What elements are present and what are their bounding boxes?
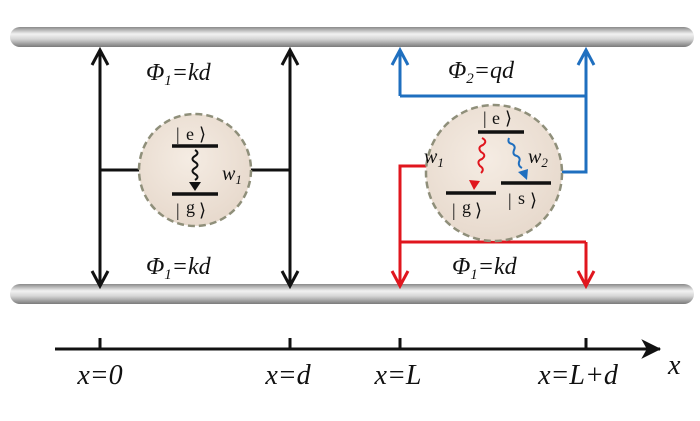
left-coupling-label: w1 xyxy=(222,163,242,187)
red-coupling-label: w1 xyxy=(424,146,444,170)
right-atom xyxy=(424,103,564,243)
phase-label-right-bottom: Φ1=kd xyxy=(452,254,518,283)
svg-text:s: s xyxy=(518,188,525,208)
tick-label-x0: x=0 xyxy=(76,360,122,391)
tick-label-xd: x=d xyxy=(264,360,311,391)
right-excited-ket: | e ⟩ xyxy=(483,108,512,128)
svg-text:e: e xyxy=(186,124,194,144)
red-transition-wavy-arrow xyxy=(477,137,487,174)
svg-text:|: | xyxy=(452,200,456,220)
blue-coupling-lines xyxy=(400,50,586,174)
bottom-waveguide xyxy=(10,284,694,304)
svg-text:|: | xyxy=(176,124,180,144)
svg-text:g: g xyxy=(186,197,195,217)
svg-text:⟩: ⟩ xyxy=(505,108,512,128)
left-atom xyxy=(137,112,253,228)
svg-text:|: | xyxy=(508,190,512,210)
right-ground-ket: | g ⟩ xyxy=(452,197,482,220)
left-transition-arrowhead xyxy=(189,182,201,191)
top-waveguide xyxy=(10,27,694,47)
left-transition-wavy-arrow xyxy=(191,149,199,181)
svg-text:⟩: ⟩ xyxy=(475,200,482,220)
left-ground-ket: | g ⟩ xyxy=(176,197,206,220)
blue-coupling-label: w2 xyxy=(528,146,548,170)
axis-ticks xyxy=(98,338,588,349)
tick-label-xL: x=L xyxy=(374,360,422,391)
blue-transition-wavy-arrow xyxy=(507,137,523,169)
phase-label-left-top: Φ1=kd xyxy=(146,60,212,89)
svg-text:|: | xyxy=(483,108,487,128)
tick-label-xLd: x=L+d xyxy=(537,360,619,391)
right-stable-ket: | s ⟩ xyxy=(508,188,537,210)
left-coupling-lines xyxy=(100,50,290,286)
svg-text:g: g xyxy=(462,197,471,217)
red-coupling-lines xyxy=(400,164,586,286)
red-transition-arrowhead xyxy=(469,180,480,190)
blue-transition-arrowhead xyxy=(518,169,528,180)
phase-label-right-top: Φ2=qd xyxy=(448,58,515,87)
svg-text:|: | xyxy=(176,200,180,220)
svg-text:⟩: ⟩ xyxy=(199,124,206,144)
phase-label-left-bottom: Φ1=kd xyxy=(146,254,212,283)
svg-text:e: e xyxy=(492,108,500,128)
axis-variable-label: x xyxy=(667,350,681,381)
svg-text:⟩: ⟩ xyxy=(530,190,537,210)
svg-text:⟩: ⟩ xyxy=(199,200,206,220)
left-excited-ket: | e ⟩ xyxy=(176,124,206,144)
